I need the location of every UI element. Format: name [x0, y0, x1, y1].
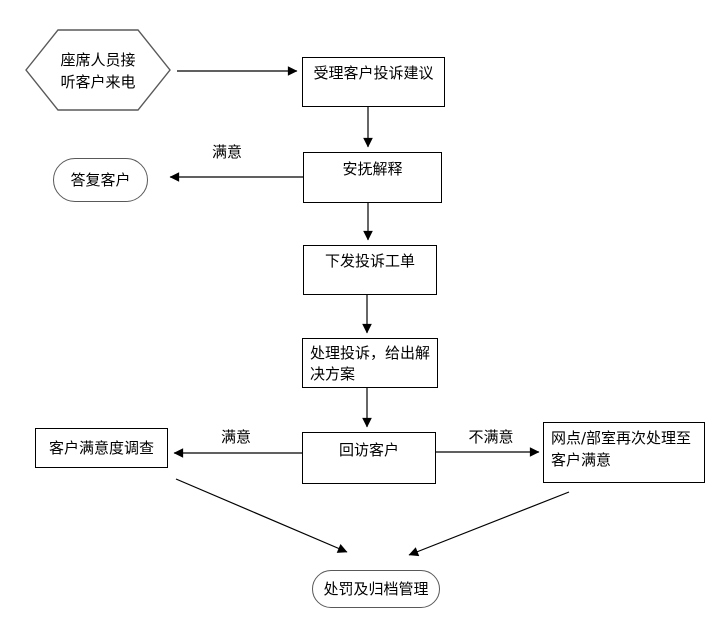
node-rehandle-until-satisfied: 网点/部室再次处理至 客户满意	[543, 422, 705, 483]
arrow-survey-to-archive	[175, 478, 348, 553]
node-issue-ticket: 下发投诉工单	[303, 245, 437, 295]
node-accept-complaint: 受理客户投诉建议	[302, 57, 445, 107]
node-satisfaction-survey: 客户满意度调查	[35, 428, 168, 468]
edge-label-satisfied-top: 满意	[205, 143, 249, 161]
arrow-rehandle-to-archive	[408, 491, 570, 557]
node-soothe-explain: 安抚解释	[303, 152, 442, 203]
node-reply-customer: 答复客户	[53, 158, 148, 202]
start-hexagon-shape	[25, 29, 171, 111]
node-revisit-customer: 回访客户	[302, 432, 436, 484]
node-archive-management: 处罚及归档管理	[312, 570, 440, 608]
edge-label-satisfied-bottom: 满意	[214, 428, 258, 446]
node-start-label: 座席人员接 听客户来电	[60, 51, 136, 91]
node-handle-complaint: 处理投诉，给出解 决方案	[302, 338, 438, 388]
edge-label-unsatisfied: 不满意	[462, 428, 520, 446]
